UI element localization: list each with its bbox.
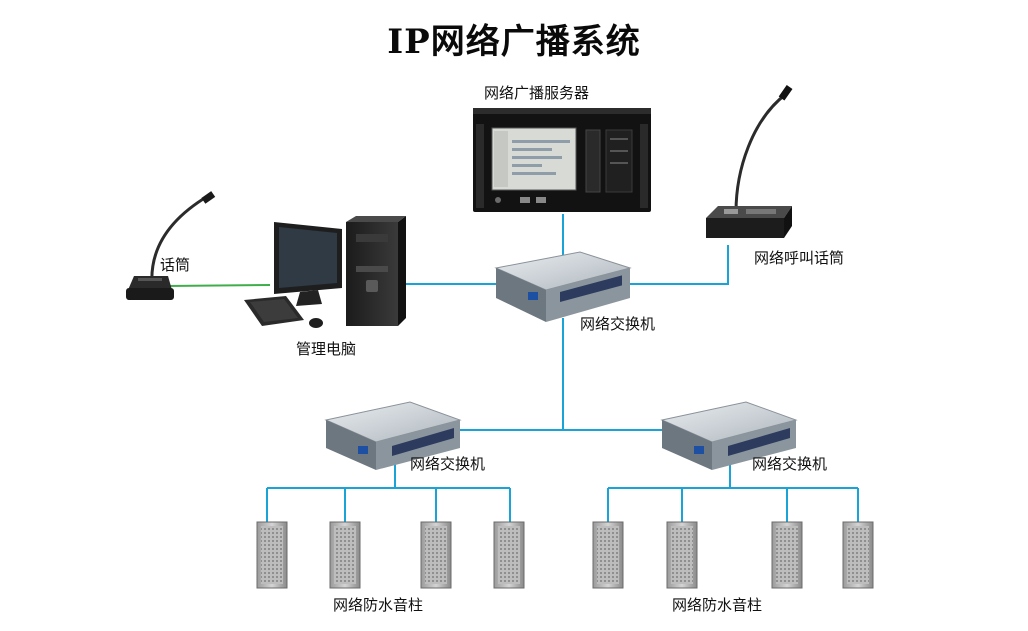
paging-microphone [706,84,793,238]
label-pc: 管理电脑 [296,340,357,358]
label-left-speakers: 网络防水音柱 [333,596,424,614]
left-switch [324,401,462,470]
speaker-left-1 [256,521,288,589]
speaker-right-4 [842,521,874,589]
connection-lines [266,214,859,522]
speaker-right-1 [592,521,624,589]
label-core-switch: 网络交换机 [580,315,656,333]
link-handset-pc [167,284,271,287]
management-pc [244,216,406,328]
speaker-left-2 [329,521,361,589]
speaker-left-3 [420,521,452,589]
label-server: 网络广播服务器 [484,84,590,102]
right-switch [660,401,798,470]
speaker-right-2 [666,521,698,589]
label-paging-mic: 网络呼叫话筒 [754,249,845,267]
label-left-switch: 网络交换机 [410,455,486,473]
link-paging-core [630,245,729,285]
core-switch [494,251,632,322]
label-right-speakers: 网络防水音柱 [672,596,763,614]
handset-microphone [126,191,216,300]
speaker-left-4 [493,521,525,589]
diagram-title: IP网络广播系统 [387,22,641,62]
label-right-switch: 网络交换机 [752,455,828,473]
speaker-right-3 [771,521,803,589]
label-handset: 话筒 [160,256,191,274]
broadcast-server [473,108,651,212]
